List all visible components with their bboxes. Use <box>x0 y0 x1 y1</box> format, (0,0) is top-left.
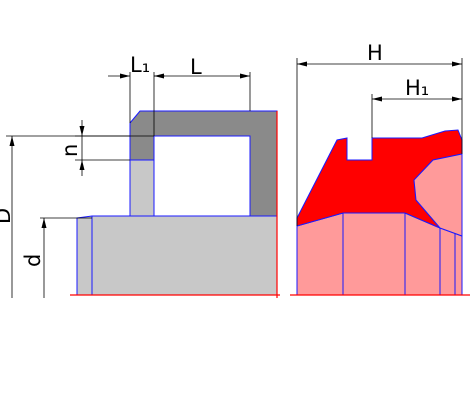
arrow-l-right <box>240 73 250 79</box>
label-n: n <box>58 144 82 157</box>
arrow-d-outer-top <box>9 136 15 146</box>
arrow-h-right <box>452 61 462 67</box>
label-l1: L₁ <box>130 53 150 77</box>
seal-groove <box>153 135 251 217</box>
label-l: L <box>190 55 202 79</box>
arrow-d-inner-top <box>41 218 47 228</box>
arrow-h1-right <box>452 96 462 102</box>
left-view <box>70 110 280 298</box>
dimension-labels: L₁ L H H₁ n D d <box>0 41 429 267</box>
arrow-n-top <box>79 126 85 136</box>
arrow-h-left <box>297 61 307 67</box>
housing-shoulder <box>129 159 155 217</box>
label-d-outer: D <box>0 208 15 224</box>
housing-block <box>76 215 278 296</box>
arrow-l1-left <box>120 73 130 79</box>
arrowheads <box>9 61 462 228</box>
label-h1: H₁ <box>405 76 429 100</box>
label-h: H <box>367 41 383 65</box>
arrow-h1-left <box>372 96 382 102</box>
arrow-n-bottom <box>79 160 85 170</box>
right-view <box>290 129 470 296</box>
label-d-inner: d <box>21 254 45 267</box>
arrow-l1-right <box>154 73 164 79</box>
